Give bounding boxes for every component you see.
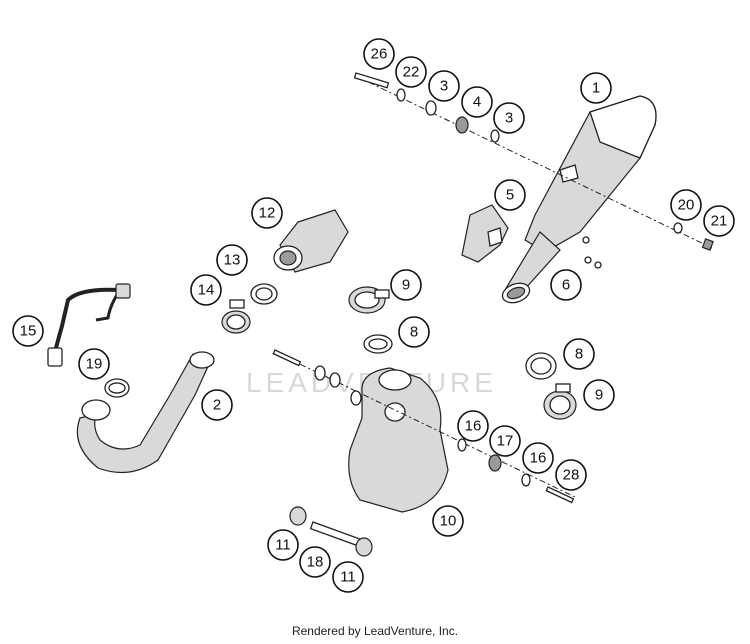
callout-21[interactable]: 21 (703, 205, 735, 237)
callout-8-right[interactable]: 8 (563, 338, 595, 370)
clamp-9-upper-part (348, 286, 390, 314)
callout-16-upper[interactable]: 16 (457, 410, 489, 442)
svg-text:2: 2 (213, 397, 221, 414)
footer-credit: Rendered by LeadVenture, Inc. (291, 624, 459, 638)
small-bolts-part (582, 236, 602, 269)
pre-muffler-part (348, 367, 449, 513)
callout-9-right[interactable]: 9 (583, 379, 615, 411)
svg-text:15: 15 (20, 323, 37, 340)
callout-1[interactable]: 1 (580, 72, 612, 104)
seal-ring-8-right-part (525, 352, 557, 380)
svg-text:9: 9 (402, 277, 410, 294)
svg-text:14: 14 (198, 282, 215, 299)
svg-text:1: 1 (592, 80, 600, 97)
svg-text:4: 4 (473, 94, 481, 111)
callout-17[interactable]: 17 (489, 425, 521, 457)
callout-26[interactable]: 26 (363, 38, 395, 70)
seal-ring-13-part (250, 283, 278, 305)
callout-13[interactable]: 13 (216, 244, 248, 276)
callout-3-lower[interactable]: 3 (493, 102, 525, 134)
oxygen-sensor-part (47, 283, 131, 367)
svg-text:16: 16 (530, 450, 547, 467)
svg-text:12: 12 (259, 205, 276, 222)
svg-text:11: 11 (340, 569, 356, 586)
callout-28[interactable]: 28 (555, 459, 587, 491)
silencer-bolt-axis (355, 75, 713, 249)
svg-text:17: 17 (497, 433, 514, 450)
callout-11-lower[interactable]: 11 (332, 561, 364, 593)
seal-ring-8-upper-part (363, 334, 393, 354)
svg-text:18: 18 (307, 554, 324, 571)
svg-text:22: 22 (403, 64, 420, 81)
callout-16-lower[interactable]: 16 (522, 442, 554, 474)
callout-3-upper[interactable]: 3 (428, 70, 460, 102)
svg-text:9: 9 (595, 387, 603, 404)
svg-text:26: 26 (371, 46, 388, 63)
header-pipe-part (76, 351, 215, 474)
svg-text:16: 16 (465, 418, 482, 435)
callout-2[interactable]: 2 (201, 389, 233, 421)
callout-8-upper[interactable]: 8 (398, 316, 430, 348)
svg-text:19: 19 (86, 356, 103, 373)
callout-19[interactable]: 19 (78, 348, 110, 380)
svg-text:13: 13 (224, 252, 241, 269)
svg-text:10: 10 (440, 513, 457, 530)
callout-9-upper[interactable]: 9 (390, 269, 422, 301)
callout-22[interactable]: 22 (395, 56, 427, 88)
callout-4[interactable]: 4 (461, 86, 493, 118)
callout-11-upper[interactable]: 11 (267, 529, 299, 561)
clamp-14-part (221, 299, 251, 334)
bracket-part (461, 204, 509, 263)
callout-20[interactable]: 20 (670, 189, 702, 221)
silencer-part (501, 95, 657, 304)
callout-12[interactable]: 12 (251, 197, 283, 229)
svg-text:21: 21 (711, 213, 728, 230)
svg-text:28: 28 (563, 467, 580, 484)
callout-10[interactable]: 10 (432, 505, 464, 537)
svg-text:5: 5 (506, 187, 514, 204)
catalyst-part (273, 209, 349, 273)
clamp-9-right-part (543, 383, 577, 420)
gasket-19-part (104, 378, 130, 398)
callout-18[interactable]: 18 (299, 546, 331, 578)
grommet-sleeve-part (289, 506, 373, 557)
svg-text:8: 8 (575, 346, 583, 363)
callout-14[interactable]: 14 (190, 274, 222, 306)
callout-15[interactable]: 15 (12, 315, 44, 347)
svg-text:3: 3 (505, 110, 513, 127)
callout-6[interactable]: 6 (550, 269, 582, 301)
svg-text:11: 11 (275, 537, 291, 554)
callout-5[interactable]: 5 (494, 179, 526, 211)
svg-text:8: 8 (410, 324, 418, 341)
silencer-bolt-stack (353, 72, 714, 251)
svg-text:20: 20 (678, 197, 695, 214)
svg-text:3: 3 (440, 78, 448, 95)
muffler-bolt-stack (272, 349, 575, 504)
svg-text:6: 6 (562, 277, 570, 294)
